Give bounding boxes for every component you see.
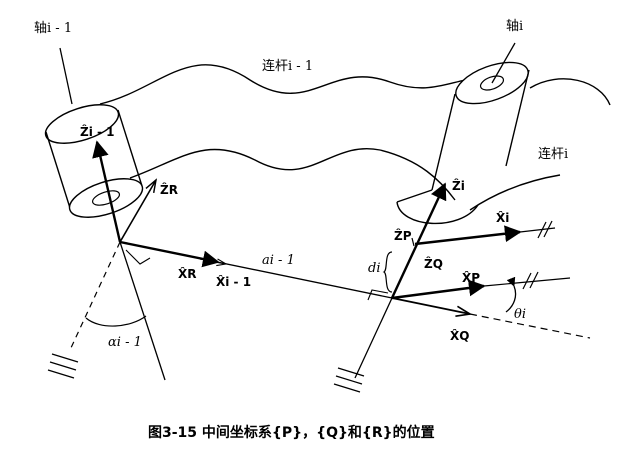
x-r-vector	[119, 240, 220, 268]
right-angle-curr	[367, 289, 389, 301]
label-axis-prev: 轴i - 1	[34, 21, 72, 36]
label-theta-i: θi	[514, 307, 526, 322]
label-z-curr: Ẑi	[452, 178, 465, 193]
label-alpha-prev: αi - 1	[108, 335, 142, 350]
x-curr-hatch	[537, 220, 553, 239]
z-curr-vector	[390, 182, 447, 299]
figure-caption: 图3-15 中间坐标系{P}，{Q}和{R}的位置	[148, 424, 435, 441]
theta-arc	[505, 276, 517, 313]
x-q-vector	[391, 297, 470, 314]
axis-prev-line-bottom	[119, 241, 166, 381]
alpha-arc	[85, 315, 147, 327]
label-x-q: X̂Q	[450, 329, 469, 343]
label-x-curr: X̂i	[496, 211, 509, 225]
label-link-curr: 连杆i	[538, 146, 568, 162]
axis-prev-hatch	[47, 353, 79, 379]
axis-prev-dashed	[69, 241, 121, 351]
z-prev-vector	[92, 140, 122, 243]
link-curr-outline-lower	[469, 174, 561, 211]
z-r-vector	[119, 180, 156, 243]
axis-prev-line-top	[59, 47, 73, 105]
z-p-marker	[411, 237, 415, 247]
label-x-r: X̂R	[178, 267, 197, 281]
label-z-q: ẐQ	[424, 256, 443, 271]
label-z-r: ẐR	[160, 182, 178, 197]
x-curr-extension	[519, 227, 556, 233]
label-link-prev: 连杆i - 1	[262, 58, 313, 74]
joint-curr-cylinder	[396, 61, 530, 225]
label-d-i: di	[368, 261, 380, 276]
x-q-dashed-extension	[469, 313, 591, 339]
axis-curr-line-bottom	[354, 297, 393, 379]
label-a-prev: ai - 1	[262, 253, 295, 268]
label-z-p: ẐP	[394, 228, 412, 243]
link-curr-outline	[529, 78, 611, 106]
joint-prev-cylinder	[44, 104, 144, 218]
axis-curr-line-top	[491, 42, 516, 84]
link-body-outline	[99, 64, 501, 105]
d-i-brace	[382, 251, 393, 293]
x-prev-arrow	[199, 258, 226, 264]
label-axis-curr: 轴i	[506, 19, 523, 34]
label-x-p: X̂P	[462, 271, 480, 285]
right-angle-prev	[125, 249, 151, 265]
label-x-prev: X̂i - 1	[216, 275, 251, 289]
axis-curr-hatch	[333, 367, 365, 393]
link-body-outline-lower	[129, 147, 456, 201]
x-p-vector	[391, 279, 486, 300]
x-curr-vector	[414, 225, 522, 246]
label-z-prev: Ẑi - 1	[80, 124, 115, 139]
x-p-hatch	[522, 271, 539, 290]
